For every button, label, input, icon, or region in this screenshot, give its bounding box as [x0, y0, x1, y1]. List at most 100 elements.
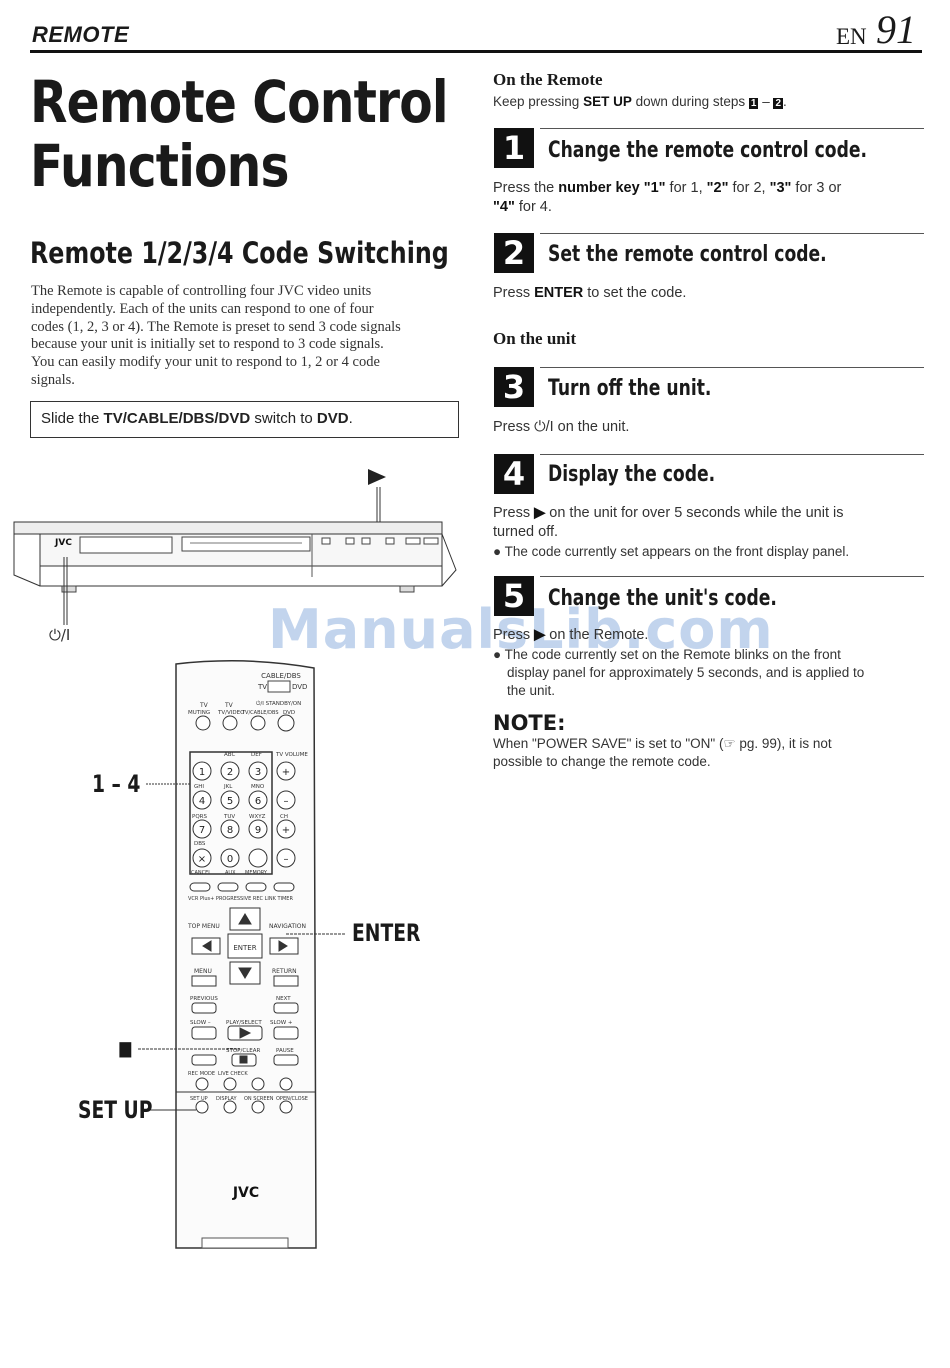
- step-1-text: "4" for 4.: [493, 199, 552, 215]
- language-code: EN: [836, 24, 867, 49]
- number-keys: 1 2 3 4 5 6 7 8 9 × 0: [192, 761, 268, 868]
- svg-text:–: –: [284, 796, 289, 807]
- note-heading: NOTE:: [493, 711, 566, 735]
- svg-text:×: ×: [198, 854, 206, 865]
- step-title-3: Turn off the unit.: [548, 376, 712, 401]
- unit-buttons: [321, 537, 439, 545]
- remote-label: STOP/CLEAR: [226, 1048, 260, 1054]
- remote-label: OPEN/CLOSE: [276, 1096, 308, 1102]
- remote-label: CABLE/DBS: [261, 672, 301, 680]
- page-title-line-1: Remote Control: [30, 68, 449, 136]
- unit-display-window: [79, 536, 173, 554]
- step-1-text: Press the number key "1" for 1, "2" for …: [493, 180, 842, 196]
- step-5-bullet: ● The code currently set on the Remote b…: [493, 647, 841, 662]
- intro-line: codes (1, 2, 3 or 4). The Remote is pres…: [31, 319, 401, 335]
- header-rule: [30, 50, 922, 53]
- section-label: REMOTE: [32, 22, 130, 47]
- callout-number-keys: 1 – 4: [92, 770, 141, 798]
- remote-label: JKL: [223, 784, 233, 790]
- unit-brand-logo: JVC: [54, 538, 72, 548]
- remote-label: WXYZ: [249, 814, 266, 820]
- step-rule: [540, 128, 924, 129]
- on-remote-heading: On the Remote: [493, 70, 603, 89]
- remote-label: MNO: [251, 784, 265, 790]
- remote-label: ⏻/I STANDBY/ON: [256, 700, 301, 707]
- svg-text:0: 0: [227, 854, 233, 865]
- remote-label: ON SCREEN: [244, 1096, 274, 1102]
- svg-text:5: 5: [227, 796, 233, 807]
- remote-label: ABC: [224, 752, 235, 758]
- remote-label: MEMORY: [245, 870, 268, 876]
- svg-text:–: –: [284, 854, 289, 865]
- unit-top: [13, 521, 443, 535]
- remote-brand-logo: JVC: [232, 1185, 259, 1201]
- instruction-text: .: [348, 410, 353, 427]
- remote-label: GHI: [194, 784, 204, 790]
- remote-label: SLOW –: [190, 1020, 211, 1026]
- intro-line: independently. Each of the units can res…: [31, 301, 374, 317]
- step-number-1: 1: [494, 128, 534, 168]
- remote-label: DISPLAY: [216, 1096, 237, 1102]
- svg-text:6: 6: [255, 796, 261, 807]
- intro-line: You can easily modify your unit to respo…: [31, 354, 380, 370]
- step-4-text: turned off.: [493, 524, 559, 540]
- instruction-box: Slide the TV/CABLE/DBS/DVD switch to DVD…: [30, 401, 459, 438]
- remote-label: DEF: [251, 752, 262, 758]
- note-text: possible to change the remote code.: [493, 754, 711, 769]
- step-5-text: Press ▶ on the Remote.: [493, 627, 649, 643]
- function-row-buttons: [189, 882, 295, 892]
- callout-stop: ■: [118, 1036, 133, 1060]
- instruction-text: switch to: [250, 410, 317, 427]
- remote-label: TV VOLUME: [275, 752, 308, 758]
- callout-setup: SET UP: [78, 1096, 153, 1124]
- remote-label: DVD: [292, 683, 307, 691]
- switch-position: DVD: [316, 410, 349, 427]
- remote-label: TUV: [223, 814, 235, 820]
- remote-label: CH: [280, 814, 288, 820]
- step-2-text: Press ENTER to set the code.: [493, 285, 687, 301]
- svg-text:4: 4: [199, 796, 205, 807]
- step-rule: [540, 367, 924, 368]
- remote-control-illustration: JVC CABLE/DBS TV DVD TV TV ⏻/I STANDBY/O…: [138, 660, 346, 1249]
- transport-buttons: [191, 1002, 299, 1067]
- intro-line: The Remote is capable of controlling fou…: [31, 283, 372, 299]
- on-remote-instruction: Keep pressing SET UP down during steps 1…: [493, 94, 787, 109]
- disc-tray: [181, 536, 311, 552]
- section-title: Remote 1/2/3/4 Code Switching: [30, 236, 449, 270]
- remote-label: SET UP: [190, 1096, 208, 1102]
- remote-label: REC MODE: [188, 1071, 215, 1077]
- callout-enter: ENTER: [352, 919, 421, 947]
- remote-label: CANCEL: [191, 870, 211, 876]
- step-title-2: Set the remote control code.: [548, 242, 827, 267]
- svg-text:3: 3: [255, 767, 261, 778]
- remote-label: DBS: [194, 841, 206, 847]
- step-4-bullet: ● The code currently set appears on the …: [493, 544, 850, 559]
- page-number: 91: [876, 7, 916, 52]
- step-rule: [540, 454, 924, 455]
- remote-label: DVD: [283, 710, 295, 716]
- dvd-unit-illustration: JVC ⏻/I: [13, 469, 457, 644]
- step-5-bullet-cont: the unit.: [507, 683, 556, 698]
- svg-text:9: 9: [255, 825, 261, 836]
- step-4-text: Press ▶ on the unit for over 5 seconds w…: [493, 505, 844, 521]
- remote-label: TV/CABLE/DBS: [241, 710, 279, 716]
- remote-label: TV: [199, 702, 209, 709]
- step-5-bullet-cont: display panel for approximately 5 second…: [507, 665, 865, 680]
- instruction-text: Slide the: [41, 410, 104, 427]
- remote-label: NEXT: [276, 996, 291, 1002]
- remote-label: TV: [257, 683, 267, 691]
- volume-channel-keys: + – + –: [276, 761, 296, 868]
- remote-label: TV: [224, 702, 234, 709]
- intro-line: because your unit is initially set to re…: [31, 336, 384, 352]
- step-number-2: 2: [494, 233, 534, 273]
- svg-text:8: 8: [227, 825, 233, 836]
- step-number-3: 3: [494, 367, 534, 407]
- remote-label: NAVIGATION: [269, 923, 306, 930]
- power-pointer: [63, 557, 68, 625]
- bottom-buttons: [195, 1077, 293, 1114]
- remote-label: SLOW +: [270, 1020, 293, 1026]
- step-rule: [540, 233, 924, 234]
- remote-label: TV/VIDEO: [217, 710, 245, 716]
- step-rule: [540, 576, 924, 577]
- remote-label: ENTER: [233, 944, 256, 952]
